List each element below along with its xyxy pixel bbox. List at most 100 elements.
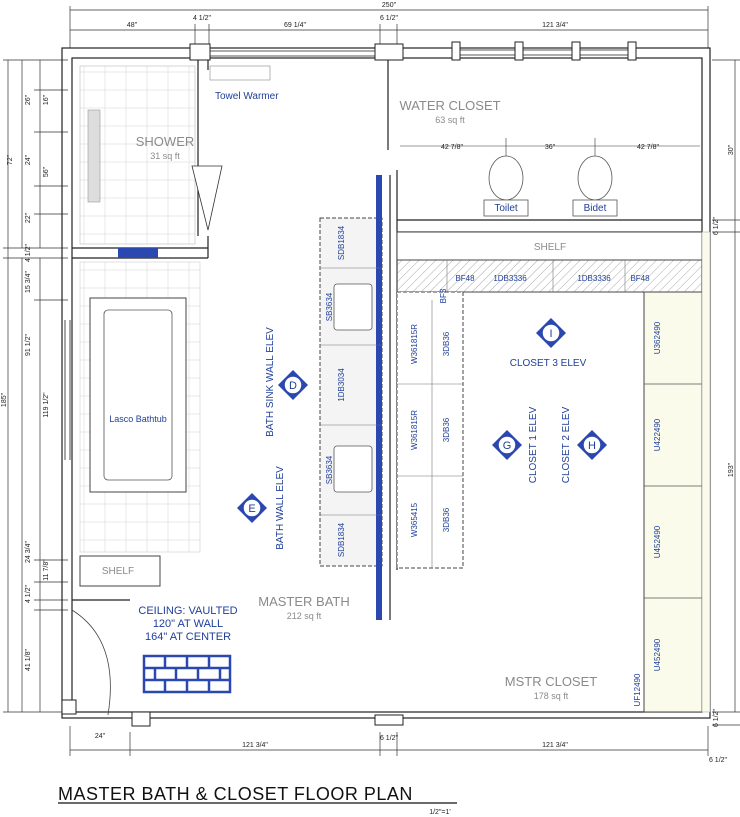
- cab-u422490: U422490: [653, 418, 662, 451]
- cab-w361815r-mid: W361815R: [410, 410, 419, 450]
- dim-left-22: 22": [25, 212, 32, 223]
- dim-left-91-half: 91 1/2": [25, 334, 32, 356]
- elevation-d-label: BATH SINK WALL ELEV: [265, 327, 276, 437]
- cab-bf3: BF3: [439, 288, 448, 303]
- elevation-h-label: CLOSET 2 ELEV: [561, 406, 572, 483]
- elevation-h-letter: H: [588, 440, 596, 452]
- top-dimensions: [69, 6, 709, 756]
- shower-door-icon: [191, 165, 223, 231]
- cab-3db36-top: 3DB36: [442, 331, 451, 356]
- wall-openings: [61, 41, 637, 727]
- dim-top-seg3: 69 1/4": [284, 22, 306, 29]
- cab-u452490-bottom: U452490: [653, 638, 662, 671]
- ceiling-line2: 120" AT WALL: [153, 618, 223, 630]
- closet-right-cabinets: [643, 291, 703, 713]
- dim-left-overall: 185": [1, 392, 8, 407]
- dim-left-26: 26": [25, 94, 32, 105]
- cab-w361815r-top: W361815R: [410, 324, 419, 364]
- mstr-closet-area: 178 sq ft: [534, 691, 569, 701]
- dim-top-seg4: 6 1/2": [380, 15, 399, 22]
- dim-left-4half-b: 4 1/2": [25, 584, 32, 603]
- dim-right-6half-bottom: 6 1/2": [713, 708, 720, 727]
- dim-left-11-7-8: 11 7/8": [43, 559, 50, 581]
- sinks: [333, 283, 373, 493]
- elevation-marker-d[interactable]: D: [278, 370, 308, 400]
- master-bath-name: MASTER BATH: [258, 594, 350, 609]
- cab-3db36-bottom: 3DB36: [442, 507, 451, 532]
- dim-bottom-seg2: 121 3/4": [242, 742, 268, 749]
- ceiling-line1: CEILING: VAULTED: [138, 605, 237, 617]
- elevation-marker-h[interactable]: H: [577, 430, 607, 460]
- dim-left-41-1-8: 41 1/8": [25, 649, 32, 671]
- dim-right-30: 30": [728, 144, 735, 155]
- elevation-i-letter: I: [549, 328, 552, 340]
- closet-wall-dividers: [397, 300, 463, 568]
- elevation-g-letter: G: [503, 440, 512, 452]
- toilet-icon: [483, 155, 529, 217]
- left-shelf-label: SHELF: [102, 566, 134, 577]
- elevation-e-label: BATH WALL ELEV: [275, 466, 286, 550]
- cab-sdb1834-top: SDB1834: [337, 225, 346, 260]
- glass-partition: [376, 175, 382, 620]
- elevation-marker-i[interactable]: I: [536, 318, 566, 348]
- plan-scale: 1/2"=1': [429, 809, 451, 816]
- shower-area: 31 sq ft: [150, 151, 180, 161]
- toilet-label: Toilet: [494, 203, 518, 214]
- closet-shelf: [396, 231, 703, 261]
- bidet-label: Bidet: [584, 203, 607, 214]
- elevation-marker-g[interactable]: G: [492, 430, 522, 460]
- elevation-d-letter: D: [289, 380, 297, 392]
- dim-top-seg5: 121 3/4": [542, 22, 568, 29]
- dim-left-16: 16": [43, 94, 50, 105]
- ceiling-brick-pattern: [142, 654, 232, 694]
- wc-dim-b: 36": [545, 144, 556, 151]
- cab-1db3034: 1DB3034: [337, 368, 346, 402]
- cab-sb3634-top: SB3634: [325, 292, 334, 321]
- bathtub-inner: [103, 309, 173, 481]
- ceiling-line3: 164" AT CENTER: [145, 631, 231, 643]
- bidet-icon: [572, 155, 618, 217]
- dim-left-4half: 4 1/2": [25, 243, 32, 262]
- shower-curb-icon: [118, 248, 158, 258]
- cab-w365415: W365415: [410, 502, 419, 537]
- dim-top-seg2: 4 1/2": [193, 15, 212, 22]
- closet-top-cabinets: [396, 259, 703, 293]
- window-lines: [64, 49, 628, 460]
- dim-bottom-seg5: 6 1/2": [709, 757, 728, 764]
- elevation-e-letter: E: [248, 503, 255, 515]
- mstr-closet-name: MSTR CLOSET: [505, 674, 598, 689]
- cab-uf12490: UF12490: [633, 673, 642, 706]
- dim-right-193: 193": [728, 462, 735, 477]
- cab-sdb1834-bottom: SDB1834: [337, 522, 346, 557]
- wc-dim-c: 42 7/8": [637, 144, 659, 151]
- dim-left-15-3-4: 15 3/4": [25, 271, 32, 293]
- shower-bench: [87, 109, 101, 203]
- closet-shelf-label: SHELF: [534, 242, 566, 253]
- elevation-marker-e[interactable]: E: [237, 493, 267, 523]
- closet-right-dividers: [644, 383, 702, 599]
- dim-bottom-seg1: 24": [95, 733, 106, 740]
- plan-title: MASTER BATH & CLOSET FLOOR PLAN: [58, 784, 413, 804]
- dim-overall-width: 250": [382, 2, 397, 9]
- cab-u452490-top: U452490: [653, 525, 662, 558]
- dim-left-24-3-4: 24 3/4": [25, 541, 32, 563]
- cab-sb3634-bottom: SB3634: [325, 455, 334, 484]
- closet-top-dividers: [446, 260, 626, 292]
- closet-right-trim: [701, 231, 711, 713]
- water-closet-area: 63 sq ft: [435, 115, 465, 125]
- dim-bottom-seg4: 121 3/4": [542, 742, 568, 749]
- vanity-run: [319, 217, 383, 567]
- left-shelf: [79, 555, 161, 587]
- vanity-dividers: [320, 267, 382, 516]
- towel-warmer-label: Towel Warmer: [215, 91, 279, 102]
- water-closet-name: WATER CLOSET: [399, 98, 500, 113]
- dim-right-6half-top: 6 1/2": [713, 216, 720, 235]
- entry-door-swing: [71, 609, 111, 716]
- wc-dim-a: 42 7/8": [441, 144, 463, 151]
- dim-left-119-half: 119 1/2": [43, 392, 50, 418]
- shower-name: SHOWER: [136, 134, 195, 149]
- cab-bf48-right: BF48: [630, 274, 650, 283]
- closet-wall-cabinets: [396, 291, 464, 569]
- cab-u362490: U362490: [653, 321, 662, 354]
